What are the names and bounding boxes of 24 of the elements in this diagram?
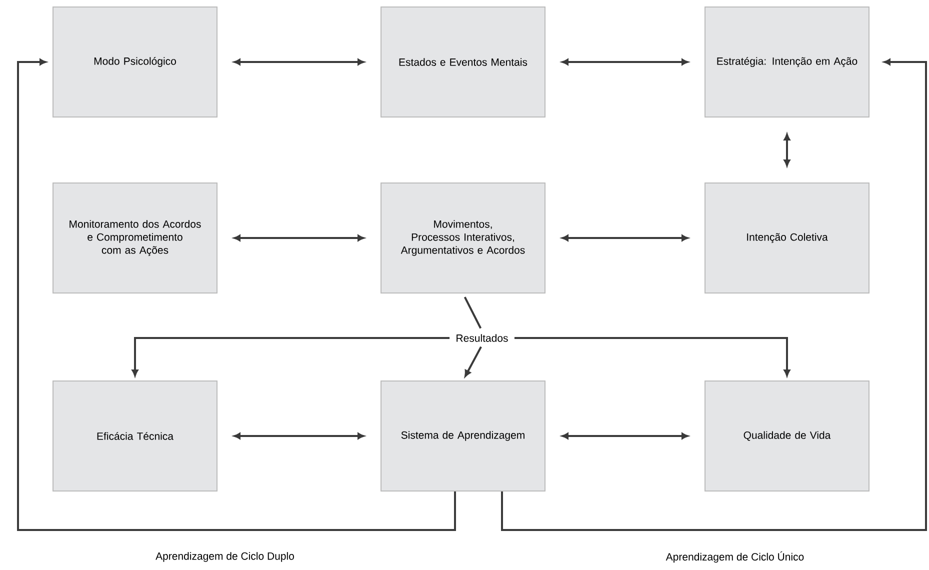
process-box: Estados e Eventos Mentais	[380, 6, 546, 118]
arrow	[562, 432, 688, 440]
arrow	[464, 346, 482, 377]
branch-label: Resultados	[452, 331, 512, 345]
edge-label: Aprendizagem de Ciclo Único	[664, 549, 806, 565]
process-box: Eficácia Técnica	[52, 380, 218, 492]
arrow	[234, 234, 364, 242]
arrow	[784, 134, 790, 166]
arrow	[132, 337, 450, 376]
process-box: Intenção Coletiva	[704, 182, 870, 294]
arrow	[562, 234, 688, 242]
process-box: Qualidade de Vida	[704, 380, 870, 492]
arrow	[562, 58, 688, 66]
arrow	[514, 337, 790, 376]
arrow	[234, 58, 364, 66]
arrow	[234, 432, 364, 440]
process-box: Monitoramento dos Acordos e Comprometimento com as Ações	[52, 182, 218, 294]
arrow	[17, 58, 456, 531]
process-box: Modo Psicológico	[52, 6, 218, 118]
process-box: Movimentos, Processos Interativos, Argumentativos e Acordos	[380, 182, 546, 294]
edge-label: Aprendizagem de Ciclo Duplo	[154, 550, 296, 564]
process-box: Sistema de Aprendizagem	[380, 380, 546, 492]
process-box: Estratégia: Intenção em Ação	[704, 6, 870, 118]
arrow	[501, 58, 927, 531]
